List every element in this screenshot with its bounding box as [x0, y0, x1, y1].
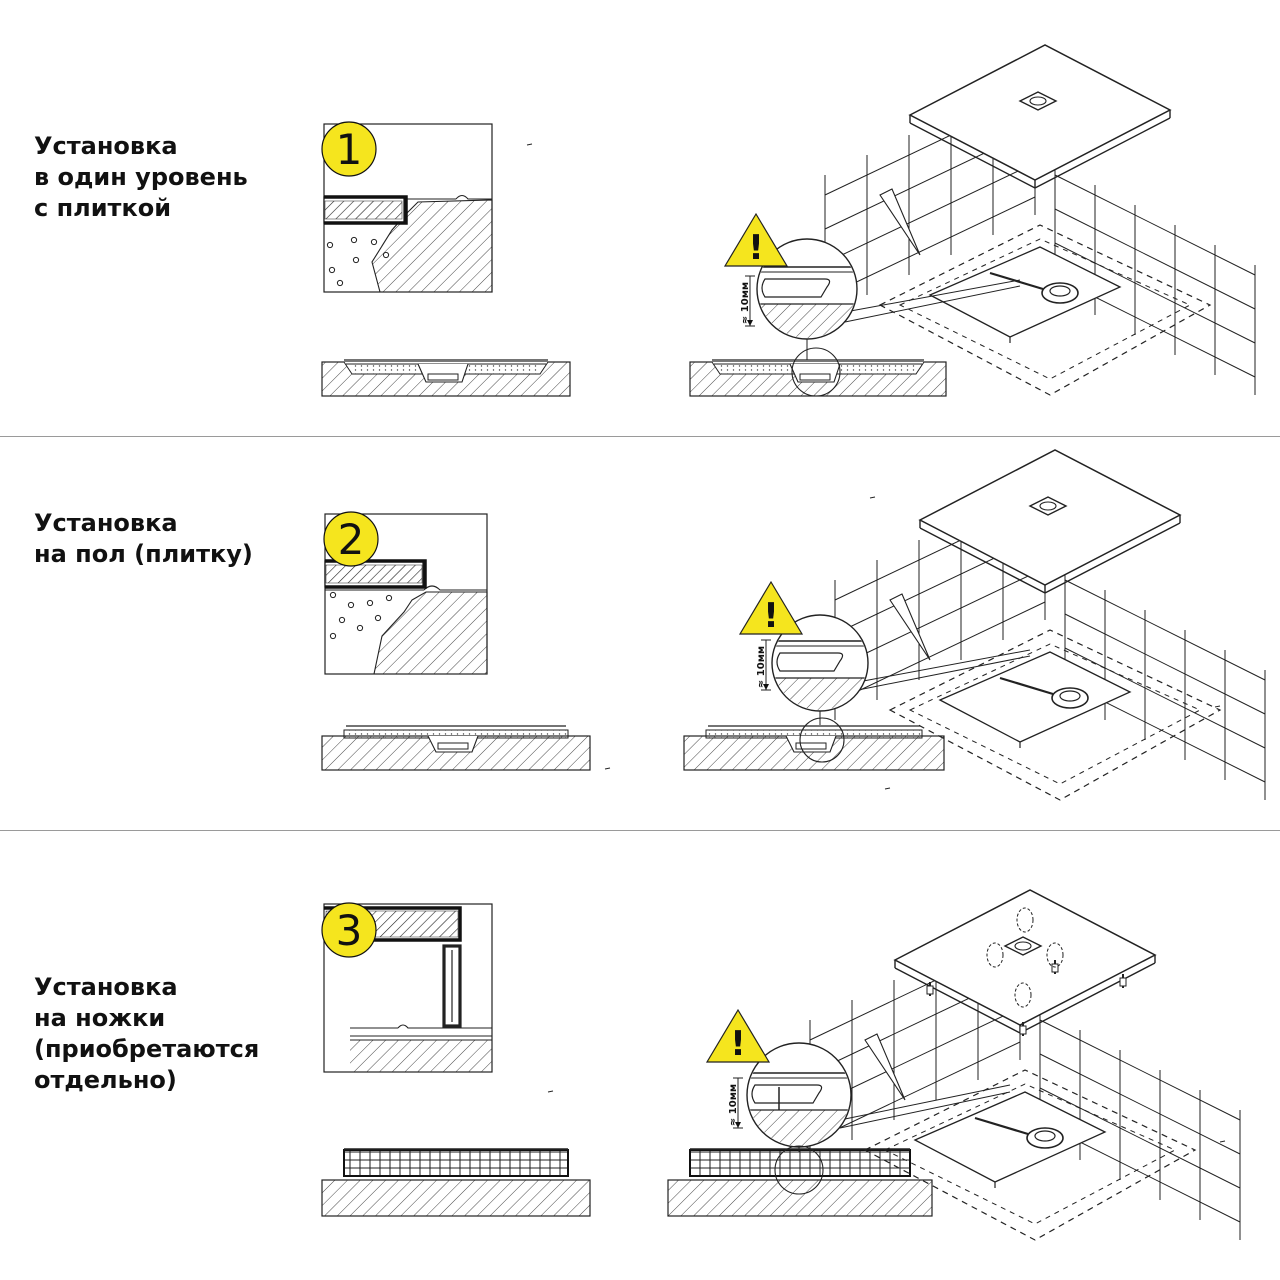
number-badge: 1 — [321, 121, 377, 177]
caption-line: в один уровень — [34, 163, 248, 191]
cross-section-3a — [321, 1148, 591, 1217]
number-badge: 2 — [323, 511, 379, 567]
cross-section-1a — [321, 359, 571, 397]
focus-circle — [799, 717, 845, 763]
section-divider — [0, 830, 1280, 831]
gap-dimension: ≈ 10мм — [728, 1077, 743, 1129]
caption-line: отдельно) — [34, 1066, 177, 1094]
section-2: Установка на пол (плитку) — [0, 437, 1280, 830]
caption-line: Установка — [34, 509, 178, 537]
caption-line: на пол (плитку) — [34, 540, 253, 568]
caption-line: (приобретаются — [34, 1035, 260, 1063]
svg-text:≈ 10мм: ≈ 10мм — [740, 282, 751, 324]
leg-marker — [986, 942, 1004, 968]
leg-marker — [1046, 942, 1064, 968]
warning-triangle-icon: ! — [738, 580, 804, 636]
warning-triangle-icon: ! — [723, 212, 789, 268]
support-leg — [1119, 974, 1127, 988]
section-3-caption: Установка на ножки (приобретаются отдель… — [34, 972, 259, 1096]
section-1: Установка в один уровень с плиткой — [0, 0, 1280, 436]
section-2-caption: Установка на пол (плитку) — [34, 508, 253, 570]
focus-circle — [791, 347, 841, 397]
caption-line: Установка — [34, 132, 178, 160]
section-divider — [0, 436, 1280, 437]
drain-icon — [999, 676, 1089, 709]
leg-marker — [1016, 907, 1034, 933]
section-1-caption: Установка в один уровень с плиткой — [34, 131, 248, 224]
gap-dimension: ≈ 10мм — [756, 639, 771, 691]
detail-box-1 — [323, 123, 493, 293]
cross-section-2a — [321, 725, 591, 771]
drain-icon — [1018, 91, 1058, 111]
leg-marker — [1014, 982, 1032, 1008]
svg-text:!: ! — [730, 1024, 746, 1064]
section-number: 1 — [336, 125, 363, 174]
iso-scene-3 — [809, 889, 1241, 1241]
support-leg — [926, 982, 934, 996]
cross-section-2b — [683, 725, 945, 771]
cross-section-3b — [667, 1148, 933, 1217]
drain-icon — [1028, 496, 1068, 516]
focus-circle — [774, 1145, 824, 1195]
svg-text:!: ! — [748, 228, 764, 268]
drain-icon — [974, 1116, 1064, 1149]
warning-triangle-icon: ! — [705, 1008, 771, 1064]
iso-scene-1 — [824, 44, 1256, 396]
caption-line: с плиткой — [34, 194, 172, 222]
section-number: 3 — [336, 906, 363, 955]
support-leg — [1019, 1022, 1027, 1036]
number-badge: 3 — [321, 902, 377, 958]
svg-text:≈ 10мм: ≈ 10мм — [728, 1084, 739, 1126]
caption-line: на ножки — [34, 1004, 166, 1032]
section-3: Установка на ножки (приобретаются отдель… — [0, 831, 1280, 1280]
section-number: 2 — [338, 515, 365, 564]
iso-scene-2 — [834, 449, 1266, 801]
caption-line: Установка — [34, 973, 178, 1001]
svg-text:≈ 10мм: ≈ 10мм — [756, 646, 767, 688]
drain-icon — [1003, 936, 1043, 956]
svg-text:!: ! — [763, 596, 779, 636]
gap-dimension: ≈ 10мм — [740, 275, 755, 327]
